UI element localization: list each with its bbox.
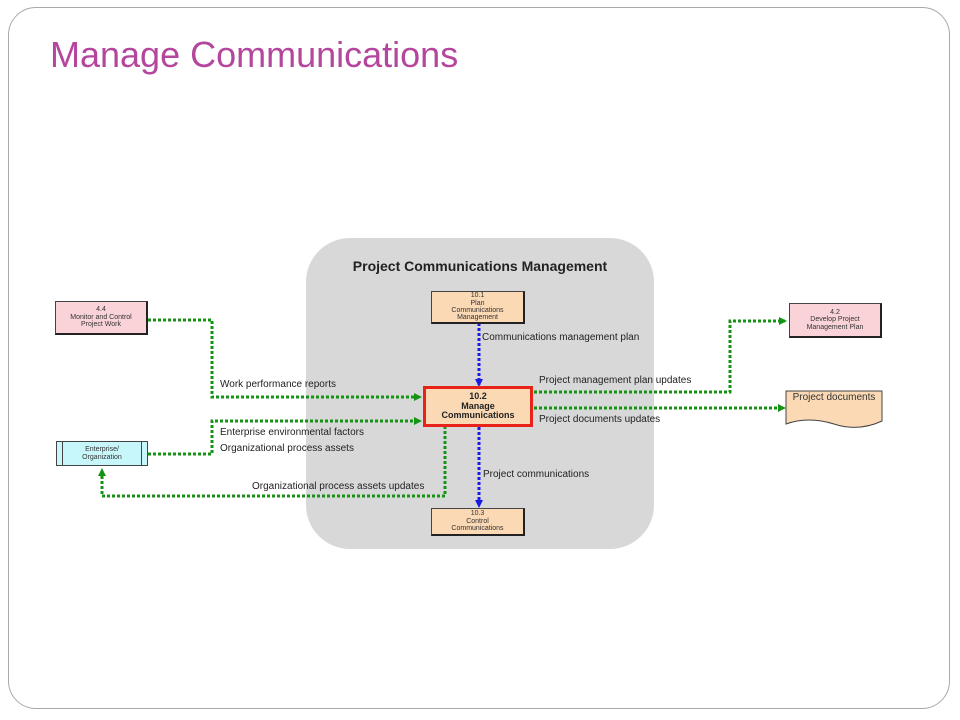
process-name-10-3: Control Communications — [451, 517, 504, 533]
process-box-4-4: 4.4 Monitor and Control Project Work — [55, 301, 148, 335]
process-number-4-2: 4.2 — [830, 308, 840, 316]
process-box-10-3: 10.3 Control Communications — [431, 508, 525, 536]
arrow-eef-opa — [148, 417, 422, 456]
label-comm-mgmt-plan: Communications management plan — [482, 332, 640, 343]
label-work-performance-reports: Work performance reports — [220, 379, 336, 390]
process-name-10-1: Plan Communications Management — [451, 299, 504, 322]
process-number-4-4: 4.4 — [96, 306, 106, 314]
enterprise-label: Enterprise/ Organization — [82, 446, 122, 461]
process-number-10-2: 10.2 — [469, 391, 487, 402]
label-doc-updates: Project documents updates — [539, 414, 661, 425]
process-name-10-2: Manage Communications — [441, 400, 515, 421]
arrow-work-performance-reports — [148, 318, 422, 401]
process-box-10-1: 10.1 Plan Communications Management — [431, 291, 525, 324]
arrow-opa-updates — [98, 426, 447, 498]
label-project-communications: Project communications — [483, 469, 590, 480]
label-eef: Enterprise environmental factors — [220, 427, 364, 438]
label-pmp-updates: Project management plan updates — [539, 375, 692, 386]
project-documents-label: Project documents — [792, 392, 876, 403]
label-opa-updates: Organizational process assets updates — [252, 481, 425, 492]
process-number-10-1: 10.1 — [470, 292, 485, 300]
process-box-10-2: 10.2 Manage Communications — [423, 386, 533, 427]
process-group-title: Project Communications Management — [352, 258, 608, 274]
project-documents-shape — [785, 390, 883, 428]
enterprise-organization-box: Enterprise/ Organization — [56, 441, 148, 466]
process-box-4-2: 4.2 Develop Project Management Plan — [789, 303, 882, 338]
process-number-10-3: 10.3 — [470, 510, 485, 518]
slide-title: Manage Communications — [50, 34, 459, 75]
process-name-4-2: Develop Project Management Plan — [806, 316, 864, 331]
process-name-4-4: Monitor and Control Project Work — [70, 313, 132, 329]
label-opa: Organizational process assets — [220, 443, 354, 454]
arrow-pmp-updates — [534, 317, 787, 394]
